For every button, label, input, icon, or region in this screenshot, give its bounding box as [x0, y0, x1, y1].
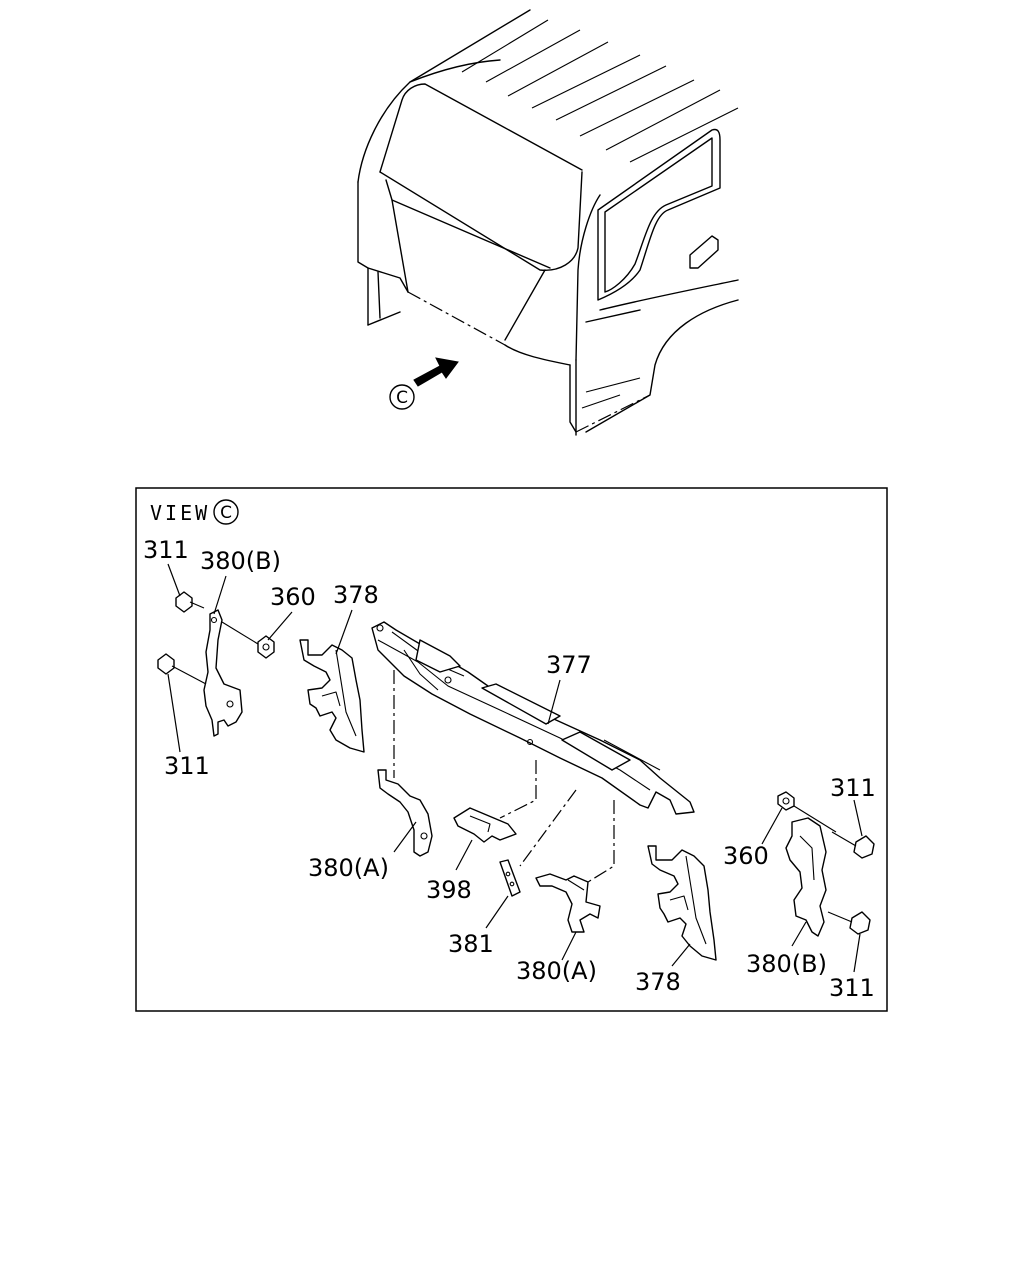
nut-360-right	[777, 791, 837, 833]
cab-illustration: C	[357, 9, 739, 436]
view-arrow-symbol: C	[396, 388, 408, 408]
label-360-right: 360	[723, 842, 769, 870]
label-311-top-right: 311	[830, 774, 876, 802]
label-311-bottom-right: 311	[829, 974, 875, 1002]
part-380a-center-bracket	[535, 873, 601, 933]
label-380b-left: 380(B)	[200, 547, 281, 575]
label-380a-left: 380(A)	[308, 854, 389, 882]
label-311-top-left: 311	[143, 536, 189, 564]
part-380b-right-bracket	[785, 817, 827, 937]
part-398-clip	[453, 807, 517, 843]
callout-labels: 311 380(B) 360 378 377 311 311 360 380(A…	[143, 536, 876, 1002]
part-378-right-bracket	[647, 845, 717, 961]
label-360-left: 360	[270, 583, 316, 611]
label-378-right: 378	[635, 968, 681, 996]
label-398: 398	[426, 876, 472, 904]
bolt-311-top-right	[831, 831, 875, 859]
view-symbol: C	[220, 503, 232, 523]
nut-360-left	[221, 621, 275, 659]
label-311-bottom-left: 311	[164, 752, 210, 780]
part-380a-left-bracket	[377, 769, 433, 857]
view-frame	[135, 487, 888, 1012]
part-377-cross-member	[371, 621, 695, 815]
part-381-pad	[499, 859, 521, 897]
part-378-left-bracket	[299, 639, 365, 753]
label-377: 377	[546, 651, 592, 679]
label-378-left: 378	[333, 581, 379, 609]
bolt-311-bottom-left	[157, 653, 207, 685]
label-380a-center: 380(A)	[516, 957, 597, 985]
label-380b-right: 380(B)	[746, 950, 827, 978]
alignment-lines	[393, 670, 615, 883]
bolt-311-top-left	[175, 591, 205, 613]
label-381: 381	[448, 930, 494, 958]
view-title: VIEW	[150, 501, 210, 525]
leader-lines	[167, 563, 863, 973]
bolt-311-bottom-right	[827, 911, 871, 935]
part-380b-left-bracket	[203, 609, 243, 737]
